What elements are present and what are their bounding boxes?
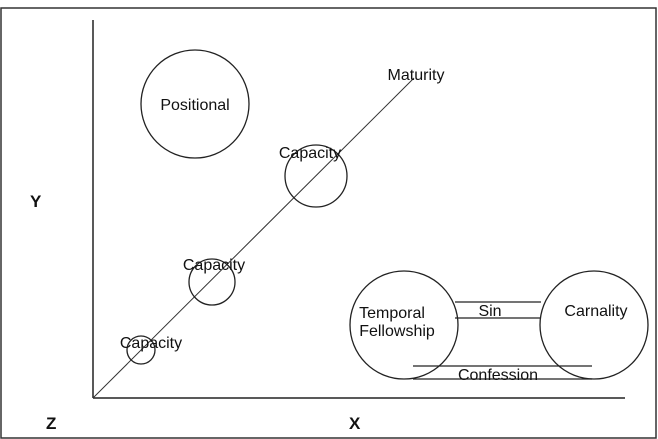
positional-circle — [140, 49, 250, 159]
temporal-label-line1: Temporal — [359, 305, 425, 322]
confession-label: Confession — [458, 367, 538, 384]
capacity-label-small: Capacity — [120, 335, 182, 352]
carnality-label: Carnality — [564, 303, 627, 320]
capacity-label-medium: Capacity — [183, 257, 245, 274]
maturity-label: Maturity — [388, 67, 445, 84]
temporal-fellowship-circle — [349, 270, 459, 380]
sin-label: Sin — [478, 303, 501, 320]
capacity-circle-medium — [188, 258, 236, 306]
y-axis-label: Y — [30, 192, 42, 211]
positional-label: Positional — [160, 97, 229, 114]
growth-diagonal — [92, 77, 415, 399]
capacity-circle-small — [126, 335, 156, 365]
diagram-border — [0, 7, 657, 439]
x-axis-label: X — [349, 414, 361, 433]
capacity-label-large: Capacity — [279, 145, 341, 162]
capacity-circle-large — [284, 144, 348, 208]
temporal-label-line2: Fellowship — [359, 323, 435, 340]
z-axis-label: Z — [46, 414, 56, 433]
carnality-circle — [539, 270, 649, 380]
